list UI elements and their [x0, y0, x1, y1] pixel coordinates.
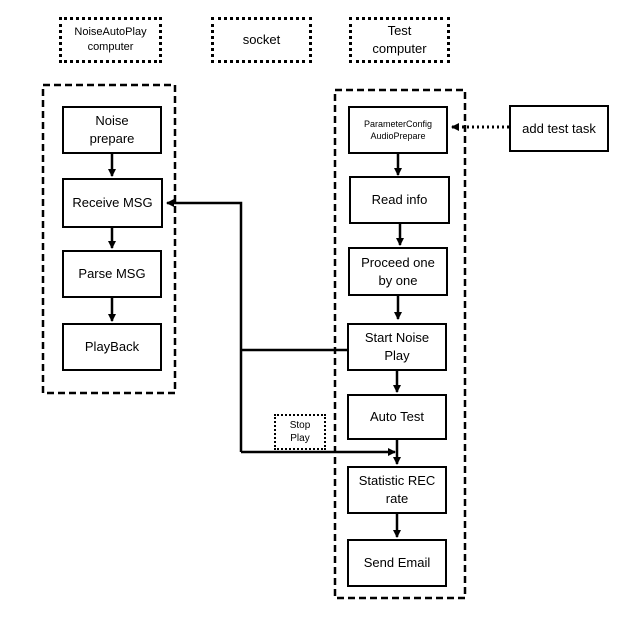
parse-msg-box: Parse MSG [62, 250, 162, 298]
add-test-task-box: add test task [509, 105, 609, 152]
noise-prepare-box: Noise prepare [62, 106, 162, 154]
playback-box: PlayBack [62, 323, 162, 371]
parameter-config-box: ParameterConfig AudioPrepare [348, 106, 448, 154]
header-test-computer: Test computer [349, 17, 450, 63]
header-socket: socket [211, 17, 312, 63]
proceed-one-by-one-box: Proceed one by one [348, 247, 448, 296]
statistic-rec-rate-box: Statistic REC rate [347, 466, 447, 514]
noiseautoplay-group-border [41, 83, 177, 395]
stop-play-label: Stop Play [274, 414, 326, 450]
header-noiseautoplay-computer: NoiseAutoPlay computer [59, 17, 162, 63]
start-noise-play-box: Start Noise Play [347, 323, 447, 371]
send-email-box: Send Email [347, 539, 447, 587]
receive-msg-box: Receive MSG [62, 178, 163, 228]
socket-line-to-receive [166, 199, 243, 452]
read-info-box: Read info [349, 176, 450, 224]
auto-test-box: Auto Test [347, 394, 447, 440]
